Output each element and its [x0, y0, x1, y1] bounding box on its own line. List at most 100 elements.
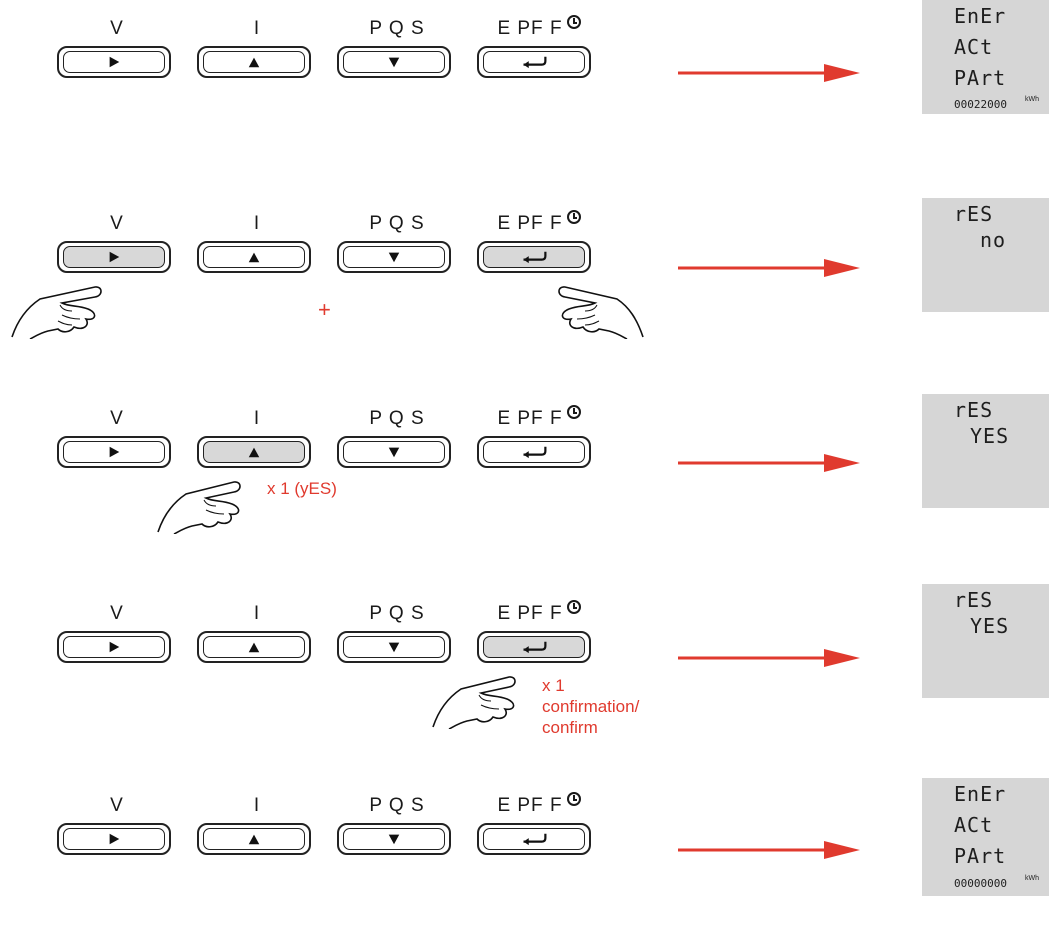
key-label-pqs: P Q S: [369, 18, 425, 39]
lcd-line-2: ACt: [954, 813, 994, 837]
hand-pointing-icon: [157, 481, 241, 534]
key-pqs-button[interactable]: [337, 436, 451, 468]
key-label-epff: E PF F: [497, 603, 563, 624]
lcd-display: rES no: [922, 198, 1049, 312]
key-pqs-button[interactable]: [337, 631, 451, 663]
hand-pointing-icon: [558, 286, 644, 339]
red-arrow-icon: [678, 64, 860, 82]
up-triangle-icon: [248, 252, 260, 263]
hand-pointing-icon: [11, 286, 102, 339]
key-label-v: V: [110, 795, 124, 816]
enter-return-icon: [523, 833, 547, 846]
press-count-note: x 1 (yES): [267, 479, 337, 498]
key-label-v: V: [110, 408, 124, 429]
step-2: V I P Q S E PF F + rES no: [0, 198, 1049, 343]
lcd-line-1: EnEr: [954, 4, 1007, 28]
clock-icon: [567, 792, 581, 806]
key-pqs-button[interactable]: [337, 241, 451, 273]
down-triangle-icon: [388, 642, 400, 653]
step-1: V I P Q S E PF F EnEr ACt PArt 00022000 …: [0, 0, 1049, 148]
key-epff-button[interactable]: [477, 631, 591, 663]
play-triangle-icon: [109, 641, 120, 653]
lcd-unit: kWh: [1025, 96, 1039, 103]
key-v-button[interactable]: [57, 241, 171, 273]
down-triangle-icon: [388, 834, 400, 845]
key-epff-button[interactable]: [477, 823, 591, 855]
key-v-button[interactable]: [57, 436, 171, 468]
lcd-counter: 00022000: [954, 98, 1007, 111]
key-v-button[interactable]: [57, 823, 171, 855]
down-triangle-icon: [388, 447, 400, 458]
key-label-i: I: [253, 603, 261, 624]
lcd-line-3: PArt: [954, 66, 1007, 90]
lcd-line-3: PArt: [954, 844, 1007, 868]
play-triangle-icon: [109, 446, 120, 458]
up-triangle-icon: [248, 642, 260, 653]
key-i-button[interactable]: [197, 241, 311, 273]
key-label-pqs: P Q S: [369, 603, 425, 624]
key-label-v: V: [110, 603, 124, 624]
step-4: V I P Q S E PF F x 1 confirmation/ confi…: [0, 584, 1049, 737]
step-5: V I P Q S E PF F EnEr ACt PArt 00000000 …: [0, 778, 1049, 925]
lcd-line-2: YES: [970, 614, 1010, 638]
lcd-line-2: no: [980, 228, 1007, 252]
key-label-pqs: P Q S: [369, 795, 425, 816]
key-v-button[interactable]: [57, 46, 171, 78]
lcd-line-1: EnEr: [954, 782, 1007, 806]
key-i-button[interactable]: [197, 631, 311, 663]
lcd-display: rES YES: [922, 584, 1049, 698]
key-i-button[interactable]: [197, 823, 311, 855]
key-epff-button[interactable]: [477, 241, 591, 273]
key-label-pqs: P Q S: [369, 213, 425, 234]
up-triangle-icon: [248, 834, 260, 845]
step-3: V I P Q S E PF F x 1 (yES) rES YES: [0, 394, 1049, 538]
red-arrow-icon: [678, 454, 860, 472]
key-epff-button[interactable]: [477, 46, 591, 78]
lcd-display: EnEr ACt PArt 00000000 kWh: [922, 778, 1049, 896]
key-pqs-button[interactable]: [337, 46, 451, 78]
play-triangle-icon: [109, 833, 120, 845]
lcd-line-2: ACt: [954, 35, 994, 59]
up-triangle-icon: [248, 57, 260, 68]
clock-icon: [567, 600, 581, 614]
enter-return-icon: [523, 641, 547, 654]
lcd-line-1: rES: [954, 588, 994, 612]
key-epff-button[interactable]: [477, 436, 591, 468]
enter-return-icon: [523, 446, 547, 459]
key-label-epff: E PF F: [497, 213, 563, 234]
lcd-display: EnEr ACt PArt 00022000 kWh: [922, 0, 1049, 114]
clock-icon: [567, 210, 581, 224]
key-label-i: I: [253, 18, 261, 39]
reset-procedure-diagram: V I P Q S E PF F EnEr ACt PArt 00022000 …: [0, 0, 1049, 896]
enter-return-icon: [523, 251, 547, 264]
down-triangle-icon: [388, 57, 400, 68]
key-label-v: V: [110, 213, 124, 234]
clock-icon: [567, 15, 581, 29]
lcd-line-2: YES: [970, 424, 1010, 448]
confirm-note-line-1: x 1: [542, 676, 565, 695]
lcd-counter: 00000000: [954, 877, 1007, 890]
combo-plus-note: +: [318, 297, 331, 322]
key-label-i: I: [253, 795, 261, 816]
key-v-button[interactable]: [57, 631, 171, 663]
key-label-epff: E PF F: [497, 18, 563, 39]
confirm-note: x 1 confirmation/ confirm: [542, 675, 639, 738]
key-label-epff: E PF F: [497, 795, 563, 816]
key-label-epff: E PF F: [497, 408, 563, 429]
key-label-i: I: [253, 213, 261, 234]
down-triangle-icon: [388, 252, 400, 263]
hand-pointing-icon: [432, 676, 516, 729]
key-i-button[interactable]: [197, 46, 311, 78]
key-label-i: I: [253, 408, 261, 429]
confirm-note-line-3: confirm: [542, 718, 598, 737]
play-triangle-icon: [109, 56, 120, 68]
lcd-display: rES YES: [922, 394, 1049, 508]
clock-icon: [567, 405, 581, 419]
lcd-line-1: rES: [954, 202, 994, 226]
up-triangle-icon: [248, 447, 260, 458]
lcd-line-1: rES: [954, 398, 994, 422]
key-i-button[interactable]: [197, 436, 311, 468]
enter-return-icon: [523, 56, 547, 69]
key-label-v: V: [110, 18, 124, 39]
key-pqs-button[interactable]: [337, 823, 451, 855]
